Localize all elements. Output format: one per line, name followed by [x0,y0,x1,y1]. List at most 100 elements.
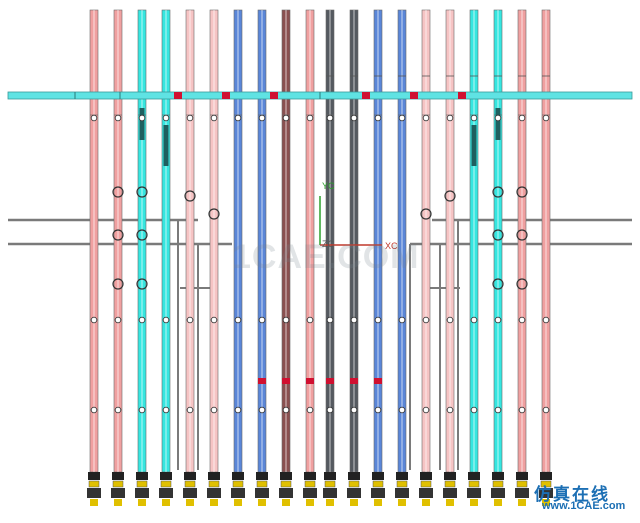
ring-marker [422,316,430,324]
ring-marker [518,114,526,122]
end-cap [232,472,244,480]
circle-fitting [492,186,504,198]
ring-marker [258,406,266,414]
end-cap-flange [516,480,528,488]
ring-marker [494,316,502,324]
circle-fitting [444,190,456,202]
end-cap-base [515,488,529,498]
end-cap [112,472,124,480]
ring-marker [306,114,314,122]
ring-marker [398,316,406,324]
circle-fitting [112,186,124,198]
pipe-end-caps [87,472,553,506]
ring-marker [282,406,290,414]
red-joint [326,378,334,384]
end-cap-flange [136,480,148,488]
ring-marker [186,114,194,122]
header-red-joint [174,92,182,99]
end-cap-flange [324,480,336,488]
header-red-joint [410,92,418,99]
ring-marker [374,114,382,122]
end-cap [468,472,480,480]
end-cap [136,472,148,480]
circle-fitting [516,186,528,198]
end-cap [88,472,100,480]
end-cap [420,472,432,480]
z-axis-label: ZC [322,239,334,249]
end-cap-base [539,488,553,498]
end-cap-base [303,488,317,498]
end-cap-flange [232,480,244,488]
end-cap-base [87,488,101,498]
circle-fitting [112,229,124,241]
end-cap-base [347,488,361,498]
end-cap-flange [372,480,384,488]
valve-segment [163,125,169,166]
ring-marker [210,316,218,324]
end-cap-flange [444,480,456,488]
end-cap-tip [234,499,242,506]
end-cap-base [467,488,481,498]
end-cap-tip [210,499,218,506]
ring-marker [234,316,242,324]
ring-marker [162,406,170,414]
ring-marker [234,114,242,122]
end-cap [324,472,336,480]
end-cap-base [419,488,433,498]
end-cap-tip [258,499,266,506]
end-cap-base [279,488,293,498]
end-cap-base [111,488,125,498]
ring-marker [374,316,382,324]
end-cap [160,472,172,480]
ring-marker [518,406,526,414]
ring-marker [90,406,98,414]
end-cap-tip [114,499,122,506]
ring-marker [494,114,502,122]
end-cap-tip [398,499,406,506]
end-cap-flange [88,480,100,488]
ring-marker [162,316,170,324]
end-cap-flange [184,480,196,488]
ring-marker [422,406,430,414]
ring-marker [114,406,122,414]
ring-marker [374,406,382,414]
ring-marker [326,316,334,324]
ring-marker [398,406,406,414]
end-cap [256,472,268,480]
end-cap-flange [348,480,360,488]
ring-marker [446,316,454,324]
circle-fitting [492,278,504,290]
end-cap-tip [138,499,146,506]
ring-marker [494,406,502,414]
end-cap-flange [256,480,268,488]
end-cap-flange [208,480,220,488]
ring-marker [470,406,478,414]
circle-fitting [492,229,504,241]
ring-marker [282,316,290,324]
valve-fittings [90,108,550,414]
header-red-joint [362,92,370,99]
ring-marker [186,316,194,324]
ring-marker [114,114,122,122]
ring-marker [186,406,194,414]
side-branch-lines [8,218,632,470]
circle-fitting [136,186,148,198]
end-cap-flange [112,480,124,488]
ring-marker [470,114,478,122]
end-cap [492,472,504,480]
end-cap-base [443,488,457,498]
ring-marker [350,114,358,122]
end-cap-tip [494,499,502,506]
circle-fitting [136,229,148,241]
ring-marker [518,316,526,324]
circle-fitting [112,278,124,290]
red-joint [350,378,358,384]
circle-fitting [136,278,148,290]
ring-marker [210,114,218,122]
circle-fitting [516,229,528,241]
end-cap-base [183,488,197,498]
brand-logo-url: www.1CAE.com [542,500,626,512]
ring-marker [306,406,314,414]
end-cap-tip [90,499,98,506]
